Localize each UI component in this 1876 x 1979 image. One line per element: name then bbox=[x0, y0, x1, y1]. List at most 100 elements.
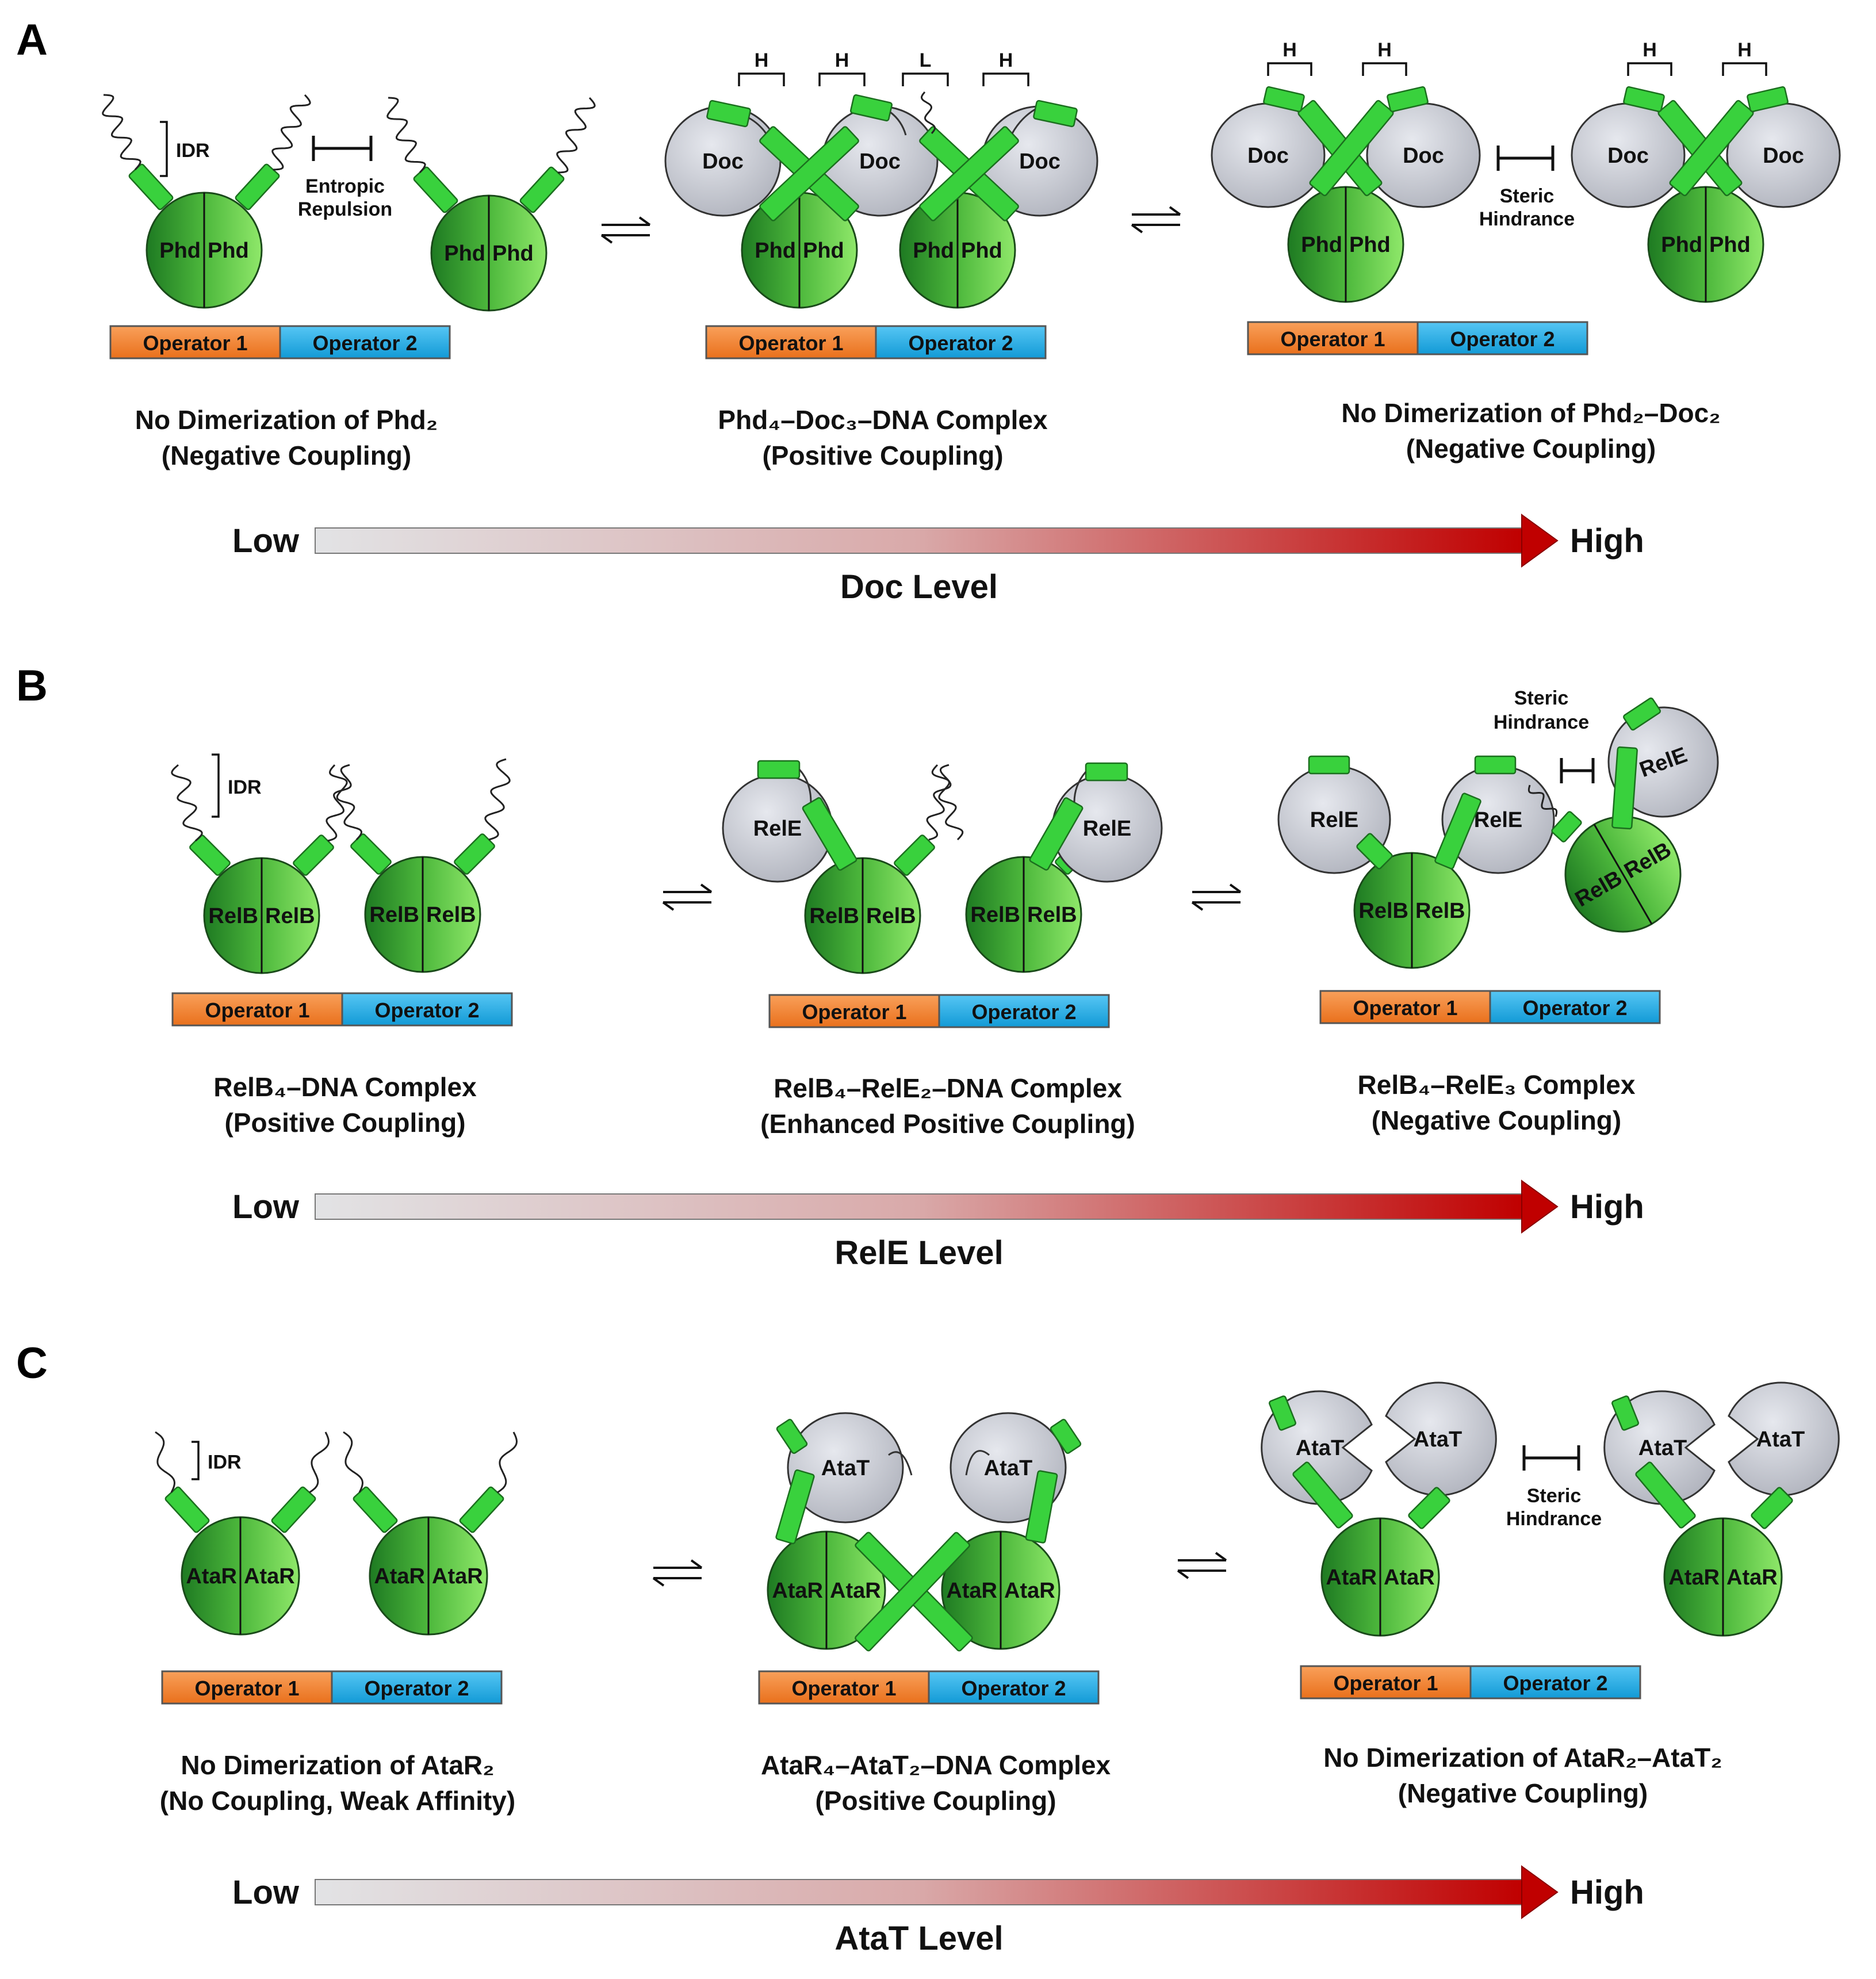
bracket bbox=[1362, 62, 1407, 76]
idr-wavy-icon bbox=[343, 1431, 364, 1493]
caption-0-line1: No Dimerization of Phd₂ bbox=[135, 405, 438, 435]
bracket-label-right-2: H bbox=[1643, 39, 1657, 61]
helix-segment bbox=[189, 835, 231, 876]
antitoxin-label: AtaR bbox=[374, 1564, 425, 1588]
forward-arrow bbox=[1132, 206, 1181, 216]
level-arrow-head bbox=[1521, 514, 1559, 568]
operator-2-label: Operator 2 bbox=[971, 1000, 1076, 1024]
toxin-label: AtaT bbox=[984, 1456, 1032, 1480]
annotation3-line1: Steric bbox=[1500, 185, 1555, 207]
antitoxin-dimer: AtaR AtaR bbox=[767, 1530, 886, 1650]
toxin-label: Doc bbox=[702, 150, 744, 174]
toxin-label: RelE bbox=[1474, 808, 1522, 832]
level-gradient-bar bbox=[315, 1879, 1523, 1905]
idr-wavy-icon bbox=[926, 764, 952, 841]
antitoxin-label: RelB bbox=[809, 904, 859, 928]
toxin-linker bbox=[748, 117, 767, 134]
bracket bbox=[1722, 62, 1767, 76]
helix-segment bbox=[757, 760, 801, 779]
operator-2-box bbox=[279, 325, 451, 359]
operator-2-box bbox=[1469, 1665, 1641, 1699]
toxin: AtaT bbox=[1728, 1381, 1840, 1496]
antitoxin-label: Phd bbox=[444, 242, 485, 266]
annotation3-line1: Steric bbox=[1527, 1485, 1582, 1507]
operator-1-box bbox=[171, 992, 343, 1027]
operator-2-box bbox=[938, 994, 1110, 1028]
annotation3-line2: Hindrance bbox=[1479, 208, 1575, 230]
bracket-label-right-3: H bbox=[1737, 39, 1752, 61]
forward-arrow bbox=[602, 216, 651, 226]
annotation3-line2: Hindrance bbox=[1494, 711, 1589, 733]
antitoxin-label: AtaR bbox=[1004, 1579, 1055, 1603]
helix-segment bbox=[1309, 99, 1394, 197]
helix-segment bbox=[1408, 1487, 1450, 1529]
idr-wavy-icon bbox=[484, 758, 511, 841]
operator-1-box bbox=[705, 325, 877, 359]
idr-wavy-icon bbox=[931, 764, 964, 841]
antitoxin-label: RelB bbox=[426, 903, 476, 927]
toxin: AtaT bbox=[1385, 1381, 1497, 1496]
toxin: Doc bbox=[1726, 102, 1841, 208]
toxin-body bbox=[787, 1412, 904, 1524]
antitoxin-label: Phd bbox=[492, 242, 534, 266]
operator-2-label: Operator 2 bbox=[364, 1676, 469, 1700]
caption-1-line1: AtaR₄–AtaT₂–DNA Complex bbox=[761, 1750, 1111, 1780]
inhibition-bar-icon bbox=[312, 136, 373, 161]
operator-1-label: Operator 1 bbox=[802, 1000, 906, 1024]
helix-segment bbox=[1263, 86, 1305, 113]
helix-segment bbox=[1434, 793, 1481, 870]
operator-2-box bbox=[331, 1670, 503, 1705]
inhibition-bar-icon bbox=[1522, 1445, 1580, 1471]
equilibrium-arrows-icon bbox=[1191, 883, 1242, 911]
toxin-label: Doc bbox=[859, 150, 901, 174]
antitoxin-label: AtaR bbox=[830, 1579, 881, 1603]
helix-segment bbox=[1387, 86, 1429, 113]
operator-2-label: Operator 2 bbox=[1522, 996, 1627, 1020]
idr-wavy-icon bbox=[326, 764, 352, 842]
reverse-arrow bbox=[1191, 901, 1241, 911]
antitoxin-label: RelB bbox=[866, 904, 916, 928]
helix-segment bbox=[1751, 1487, 1793, 1529]
antitoxin-dimer: RelB RelB bbox=[804, 857, 921, 974]
forward-arrow bbox=[1192, 883, 1242, 893]
antitoxin-label: RelB bbox=[369, 903, 419, 927]
caption-0-line1: RelB₄–DNA Complex bbox=[213, 1072, 477, 1102]
level-title: Doc Level bbox=[840, 568, 998, 606]
operator-2-box bbox=[341, 992, 513, 1027]
bracket bbox=[982, 72, 1029, 86]
bracket bbox=[1627, 62, 1672, 76]
antitoxin-label: Phd bbox=[208, 239, 249, 263]
bracket-label-mid-0: H bbox=[755, 49, 769, 71]
antitoxin-label: Phd bbox=[755, 239, 796, 263]
operator-2-label: Operator 2 bbox=[908, 331, 1013, 355]
helix-segment bbox=[1025, 1470, 1058, 1544]
caption-2-line2: (Negative Coupling) bbox=[1372, 1105, 1621, 1135]
toxin-linker bbox=[798, 768, 812, 803]
idr-wavy-icon bbox=[920, 91, 936, 134]
idr-bracket bbox=[160, 121, 168, 177]
toxin-label: RelE bbox=[753, 817, 802, 841]
caption-2-line2: (Negative Coupling) bbox=[1406, 434, 1656, 464]
operator-1-label: Operator 1 bbox=[205, 998, 309, 1022]
antitoxin-label: RelB bbox=[265, 904, 315, 928]
helix-segment bbox=[775, 1469, 815, 1545]
level-title: AtaT Level bbox=[834, 1920, 1003, 1957]
antitoxin-label: Phd bbox=[1661, 233, 1702, 257]
caption-2-line2: (Negative Coupling) bbox=[1398, 1778, 1648, 1808]
panel-letter: B bbox=[16, 661, 48, 710]
toxin-label: Doc bbox=[1019, 150, 1060, 174]
antitoxin-label: AtaR bbox=[772, 1579, 823, 1603]
toxin-label: RelE bbox=[1083, 817, 1131, 841]
idr-wavy-icon bbox=[171, 764, 203, 842]
operator-1-box bbox=[758, 1670, 930, 1705]
idr-wavy-icon bbox=[309, 1431, 330, 1494]
